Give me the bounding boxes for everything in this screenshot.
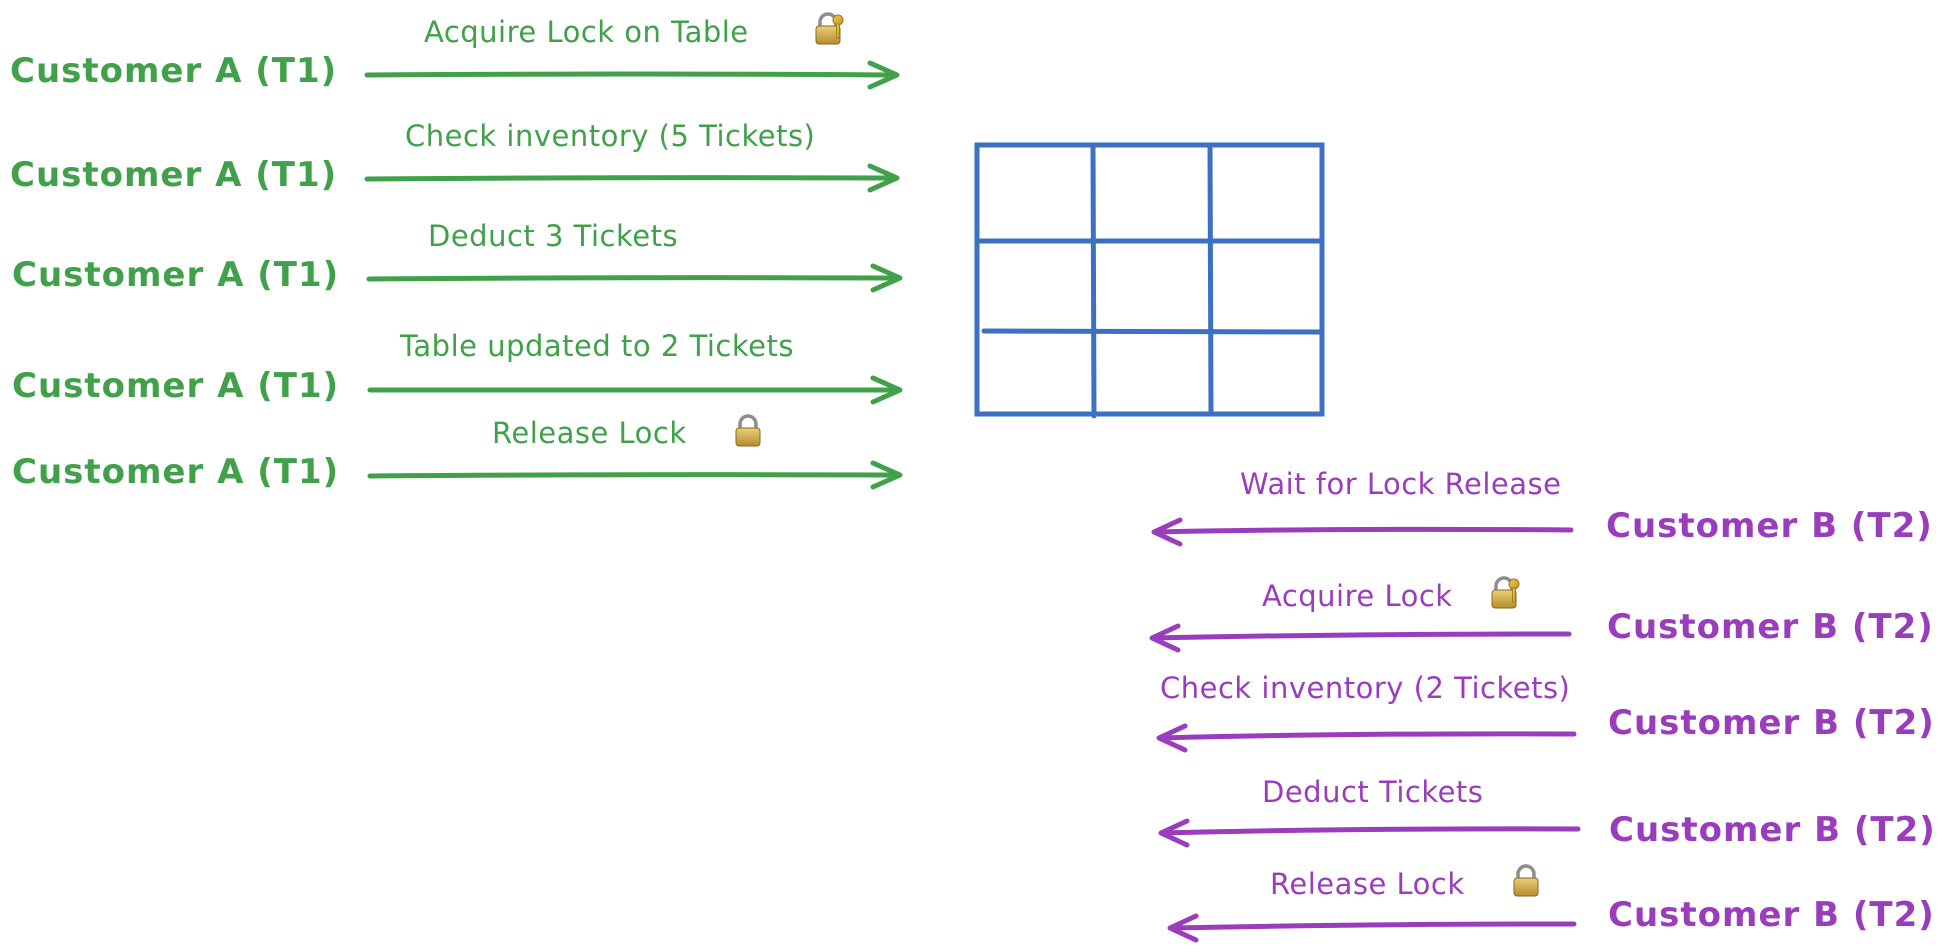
t2-step-acquire-lock: Customer B (T2) Acquire Lock <box>1149 576 1934 653</box>
lock-with-key-icon <box>815 12 844 45</box>
t2-step-label: Acquire Lock <box>1262 579 1453 613</box>
t1-step-deduct-tickets: Customer A (T1) Deduct 3 Tickets <box>12 219 903 295</box>
t2-step-label: Wait for Lock Release <box>1240 467 1562 501</box>
table-column-divider <box>1090 143 1097 419</box>
t2-step-label: Check inventory (2 Tickets) <box>1160 671 1570 705</box>
t2-actor-label: Customer B (T2) <box>1606 506 1933 546</box>
t1-arrow-right <box>367 375 903 405</box>
transaction-a-steps: Customer A (T1) Acquire Lock on Table Cu… <box>10 12 903 492</box>
t1-step-label: Deduct 3 Tickets <box>428 219 678 253</box>
t2-arrow-left <box>1151 517 1574 547</box>
transaction-b-steps: Customer B (T2) Wait for Lock Release Cu… <box>1149 467 1936 943</box>
t1-actor-label: Customer A (T1) <box>10 51 337 91</box>
t1-step-label: Release Lock <box>492 416 687 450</box>
inventory-table-grid <box>974 142 1325 419</box>
t1-step-acquire-lock: Customer A (T1) Acquire Lock on Table <box>10 12 900 91</box>
t2-arrow-left <box>1158 818 1581 848</box>
t1-step-release-lock: Customer A (T1) Release Lock <box>12 414 903 492</box>
t2-step-check-inventory: Customer B (T2) Check inventory (2 Ticke… <box>1156 671 1935 753</box>
t1-step-label: Check inventory (5 Tickets) <box>405 119 815 153</box>
t2-arrow-left <box>1149 623 1572 653</box>
t1-arrow-right <box>366 263 903 293</box>
t2-step-wait-lock: Customer B (T2) Wait for Lock Release <box>1151 467 1933 547</box>
t1-step-label: Table updated to 2 Tickets <box>399 329 794 363</box>
table-column-divider <box>1207 143 1214 416</box>
t1-arrow-right <box>364 60 900 90</box>
t2-step-label: Release Lock <box>1270 867 1465 901</box>
t2-arrow-left <box>1156 723 1577 753</box>
t1-arrow-right <box>364 163 900 193</box>
t2-step-deduct-tickets: Customer B (T2) Deduct Tickets <box>1158 775 1936 850</box>
t1-arrow-right <box>367 460 903 490</box>
t2-arrow-left <box>1167 913 1577 943</box>
t1-actor-label: Customer A (T1) <box>10 155 337 195</box>
t1-actor-label: Customer A (T1) <box>12 366 339 406</box>
t2-actor-label: Customer B (T2) <box>1607 607 1934 647</box>
t2-actor-label: Customer B (T2) <box>1609 810 1936 850</box>
t2-step-label: Deduct Tickets <box>1262 775 1483 809</box>
t2-actor-label: Customer B (T2) <box>1608 703 1935 743</box>
t1-actor-label: Customer A (T1) <box>12 452 339 492</box>
padlock-icon <box>735 414 761 447</box>
table-row-divider <box>981 328 1324 335</box>
t1-step-table-updated: Customer A (T1) Table updated to 2 Ticke… <box>12 329 903 406</box>
t1-step-check-inventory: Customer A (T1) Check inventory (5 Ticke… <box>10 119 900 195</box>
lock-with-key-icon <box>1491 576 1520 609</box>
t2-actor-label: Customer B (T2) <box>1608 895 1935 935</box>
table-outline <box>974 142 1325 417</box>
t1-step-label: Acquire Lock on Table <box>424 15 749 49</box>
t2-step-release-lock: Customer B (T2) Release Lock <box>1167 864 1935 943</box>
padlock-icon <box>1513 864 1539 897</box>
t1-actor-label: Customer A (T1) <box>12 255 339 295</box>
